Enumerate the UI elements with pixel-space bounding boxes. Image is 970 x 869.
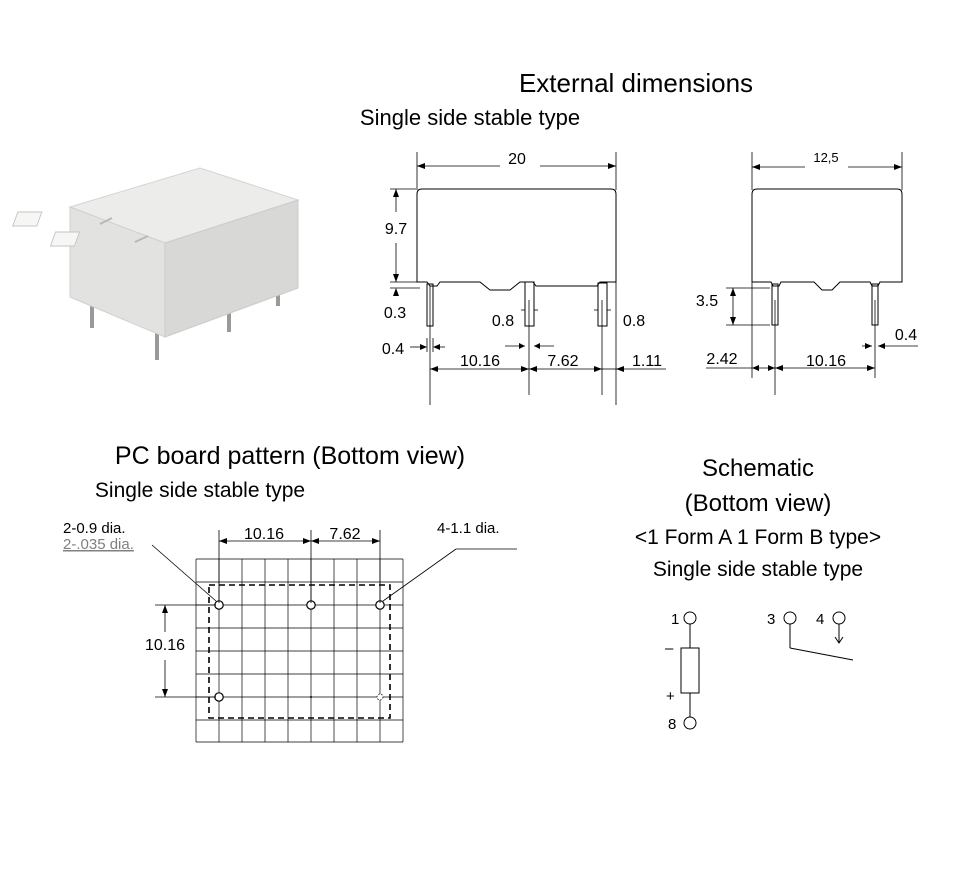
front-pitch-a-label: 10.16 <box>460 353 500 370</box>
side-pitch-label: 10.16 <box>806 353 846 370</box>
pcb-grid <box>195 558 404 743</box>
front-pin-thick-mid-label: 0.8 <box>492 313 514 330</box>
front-pin-thick-right-label: 0.8 <box>623 313 645 330</box>
schematic-plus: + <box>666 688 675 705</box>
schematic-minus: – <box>665 640 674 657</box>
pcb-pitch-v-label: 10.16 <box>145 637 185 654</box>
pcb-hole-large-label: 4-1.1 dia. <box>437 520 500 537</box>
external-subtitle: Single side stable type <box>360 105 580 130</box>
front-view-drawing <box>390 152 666 405</box>
pcb-pitch-a-label: 10.16 <box>244 526 284 543</box>
side-pin-width-label: 0.4 <box>895 327 917 344</box>
pcb-title: PC board pattern (Bottom view) <box>115 442 465 470</box>
front-edge-right-label: 1.11 <box>632 353 662 370</box>
schematic-subtitle: Single side stable type <box>653 558 863 581</box>
pcb-hole-small-inch-label: 2-.035 dia. <box>63 536 134 553</box>
front-pin-offset-label: 0.3 <box>384 305 406 322</box>
front-pitch-b-label: 7.62 <box>547 353 578 370</box>
schematic-pin-1: 1 <box>671 611 679 628</box>
side-pin-length-label: 3.5 <box>696 293 718 310</box>
schematic-title-2: (Bottom view) <box>685 490 832 517</box>
front-pin-width-label: 0.4 <box>382 341 404 358</box>
external-title: External dimensions <box>519 68 753 98</box>
side-view-drawing <box>706 152 918 395</box>
schematic-title-1: Schematic <box>702 455 814 482</box>
schematic-pin-8: 8 <box>668 716 676 733</box>
side-width-label: 12,5 <box>813 150 838 165</box>
pcb-pitch-b-label: 7.62 <box>329 526 360 543</box>
front-width-label: 20 <box>508 151 526 168</box>
schematic-symbol <box>680 611 854 730</box>
relay-photo <box>12 167 300 360</box>
front-height-label: 9.7 <box>385 221 407 238</box>
schematic-pin-3: 3 <box>767 611 775 628</box>
schematic-type: <1 Form A 1 Form B type> <box>635 526 881 549</box>
pcb-hole-small-label: 2-0.9 dia. <box>63 520 126 537</box>
pcb-subtitle: Single side stable type <box>95 479 305 502</box>
schematic-pin-4: 4 <box>816 611 824 628</box>
side-offset-left-label: 2.42 <box>706 351 737 368</box>
pcb-outline <box>151 530 517 719</box>
